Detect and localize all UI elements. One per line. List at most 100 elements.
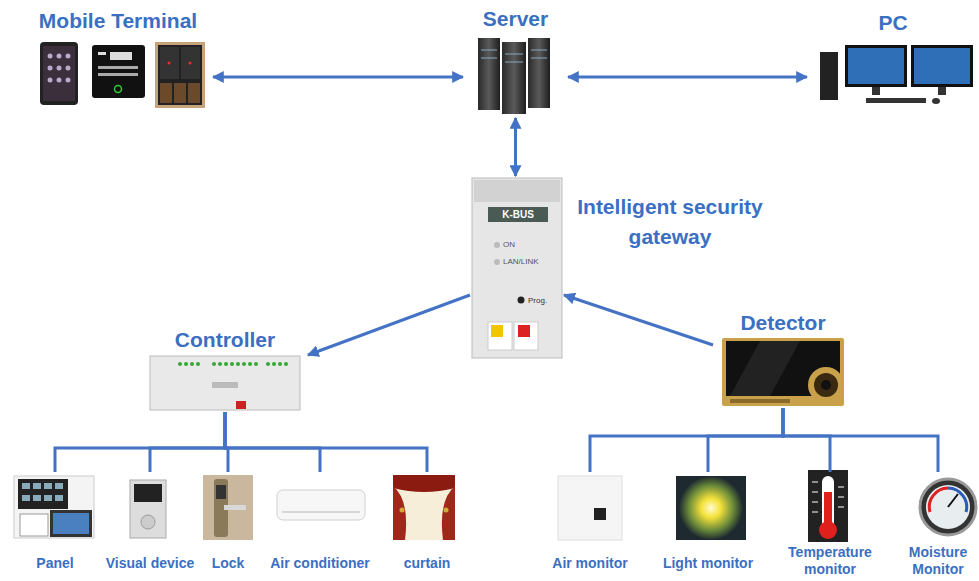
controller-illustration: [150, 356, 300, 410]
panel-shape: [20, 514, 48, 536]
detector-device: Detector: [715, 310, 851, 408]
mobile-terminal-shape: [98, 52, 106, 55]
controller-shape: [242, 362, 246, 366]
sensor-item: Temperature monitor: [780, 472, 880, 578]
mobile-terminal-shape: [48, 66, 53, 71]
controller-device: Controller: [142, 327, 308, 412]
air-monitor-shape: [558, 476, 622, 540]
mobile-terminal-shape: [66, 66, 71, 71]
group-heading: Intelligent security gateway: [565, 192, 775, 252]
device-item: Air conditioner: [252, 472, 388, 572]
mobile-terminal-shape: [43, 46, 75, 101]
controller-shape: [178, 362, 182, 366]
detector-shape: [722, 338, 844, 406]
light-monitor-illustration: [676, 476, 746, 540]
pc-illustration: [820, 45, 973, 104]
led-label: LAN/LINK: [503, 257, 539, 267]
moisture-gauge-illustration: [920, 479, 976, 535]
panel-illustration: [14, 476, 94, 538]
mobile-terminal-group: Mobile Terminal: [25, 8, 211, 108]
pc-shape: [866, 98, 926, 103]
panel-shape: [50, 510, 92, 537]
controller-shape: [284, 362, 288, 366]
device-item: Lock: [200, 472, 256, 572]
panel-shape: [22, 495, 30, 501]
thermometer-shape: [812, 482, 818, 483]
mobile-terminal-shape: [98, 73, 138, 76]
pc-group: PC: [809, 10, 977, 110]
connector-arrow: [568, 76, 807, 79]
panel-shape: [44, 483, 52, 489]
sensor-item: Light monitor: [652, 472, 764, 572]
gateway-shape: [474, 180, 560, 202]
controller-shape: [230, 362, 234, 366]
panel-shape: [18, 479, 68, 509]
group-heading: PC: [809, 10, 977, 36]
device-label: Temperature monitor: [780, 544, 880, 578]
device-item: Panel: [7, 472, 103, 572]
button-label: Prog.: [528, 296, 547, 306]
air-conditioner-shape: [282, 511, 360, 513]
connector-arrow: [514, 118, 517, 176]
bus-line: [590, 408, 783, 472]
mobile-terminal-shape: [158, 45, 202, 105]
gateway-shape: [518, 297, 525, 304]
controller-shape: [218, 362, 222, 366]
controller-shape: [184, 362, 188, 366]
air-monitor-illustration: [558, 476, 622, 540]
server-shape: [528, 38, 550, 108]
air-conditioner-illustration: [277, 490, 365, 520]
bus-line: [225, 412, 427, 472]
controller-shape: [212, 382, 238, 388]
moisture-gauge-shape: [948, 488, 967, 512]
curtain-shape: [393, 475, 455, 540]
controller-shape: [248, 362, 252, 366]
detector-shape: [808, 367, 844, 403]
controller-shape: [236, 401, 246, 409]
gateway-shape: [514, 322, 538, 350]
thermometer-shape: [812, 502, 818, 503]
air-conditioner-shape: [277, 490, 365, 520]
device-label: Air monitor: [537, 555, 643, 572]
sensor-item: Air monitor: [537, 472, 643, 572]
visual-device-shape: [141, 515, 155, 529]
curtain-shape: [393, 475, 455, 492]
mobile-terminal-shape: [48, 78, 53, 83]
device-label: Lock: [200, 555, 256, 572]
pc-shape: [848, 48, 904, 84]
pc-shape: [932, 98, 940, 104]
gateway-shape: [491, 325, 503, 337]
pc-shape: [914, 48, 970, 84]
device-item: Visual device: [95, 472, 205, 572]
thermometer-shape: [812, 492, 818, 493]
thermometer-illustration: [808, 470, 848, 542]
light-monitor-shape: [679, 476, 743, 540]
lock-shape: [203, 475, 253, 540]
bus-line: [783, 408, 938, 472]
mobile-terminal-shape: [57, 66, 62, 71]
pc-shape: [820, 52, 838, 100]
mobile-terminal-shape: [98, 66, 138, 69]
sensor-item: Moisture Monitor: [899, 472, 977, 578]
server-shape: [478, 38, 500, 110]
mobile-terminal-shape: [48, 54, 53, 59]
bus-line: [55, 412, 225, 472]
server-shape: [481, 50, 497, 51]
mobile-terminal-shape: [174, 83, 186, 103]
controller-shape: [212, 362, 216, 366]
pc-shape: [938, 87, 946, 95]
gateway-shape: [494, 242, 500, 248]
curtain-illustration: [393, 475, 455, 540]
moisture-gauge-shape: [948, 494, 958, 507]
thermometer-shape: [838, 487, 844, 488]
gateway-shape: [518, 325, 530, 337]
mobile-terminal-shape: [110, 52, 132, 60]
controller-shape: [196, 362, 200, 366]
device-label: Visual device: [95, 555, 205, 572]
connector-arrow: [308, 295, 470, 355]
controller-shape: [278, 362, 282, 366]
controller-shape: [190, 362, 194, 366]
detector-shape: [730, 341, 800, 396]
